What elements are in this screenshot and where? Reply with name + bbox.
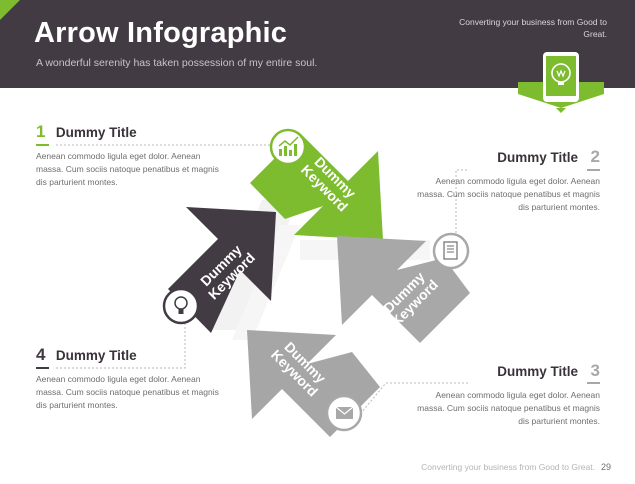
document-icon: [432, 232, 470, 270]
block-title-3: Dummy Title: [497, 363, 579, 379]
block-number-4: 4: [36, 345, 46, 364]
text-block-1: 1 Dummy Title Aenean commodo ligula eget…: [36, 122, 226, 189]
block-title-2: Dummy Title: [497, 149, 579, 165]
block-title-1: Dummy Title: [55, 124, 137, 140]
text-block-3: Dummy Title 3 Aenean commodo ligula eget…: [410, 361, 600, 428]
block-number-2: 2: [590, 147, 600, 166]
block-number-3: 3: [590, 361, 600, 380]
footer-text: Converting your business from Good to Gr…: [421, 462, 595, 472]
page-number: 29: [600, 462, 611, 472]
block-body-2: Aenean commodo ligula eget dolor. Aenean…: [417, 176, 600, 212]
text-block-2: Dummy Title 2 Aenean commodo ligula eget…: [410, 147, 600, 214]
block-number-1: 1: [36, 122, 46, 141]
arrow-gray-right: [337, 236, 470, 343]
underline-4: [36, 367, 49, 369]
underline-1: [36, 144, 49, 146]
underline-2: [587, 169, 600, 171]
mail-icon: [325, 394, 363, 432]
page-title: Arrow Infographic: [34, 17, 288, 49]
underline-3: [587, 382, 600, 384]
block-body-1: Aenean commodo ligula eget dolor. Aenean…: [36, 151, 219, 187]
header-bar: [0, 0, 635, 88]
corner-accent: [0, 0, 20, 20]
phone-lightbulb-icon: [516, 50, 606, 120]
page-subtitle: A wonderful serenity has taken possessio…: [36, 57, 318, 69]
text-block-4: 4 Dummy Title Aenean commodo ligula eget…: [36, 345, 226, 412]
block-body-4: Aenean commodo ligula eget dolor. Aenean…: [36, 374, 219, 410]
block-title-4: Dummy Title: [55, 347, 137, 363]
footer: Converting your business from Good to Gr…: [421, 462, 611, 472]
block-body-3: Aenean commodo ligula eget dolor. Aenean…: [417, 390, 600, 426]
lightbulb-icon: [162, 287, 200, 325]
chart-icon: [269, 128, 307, 166]
header-tagline: Converting your business from Good to Gr…: [459, 17, 607, 39]
